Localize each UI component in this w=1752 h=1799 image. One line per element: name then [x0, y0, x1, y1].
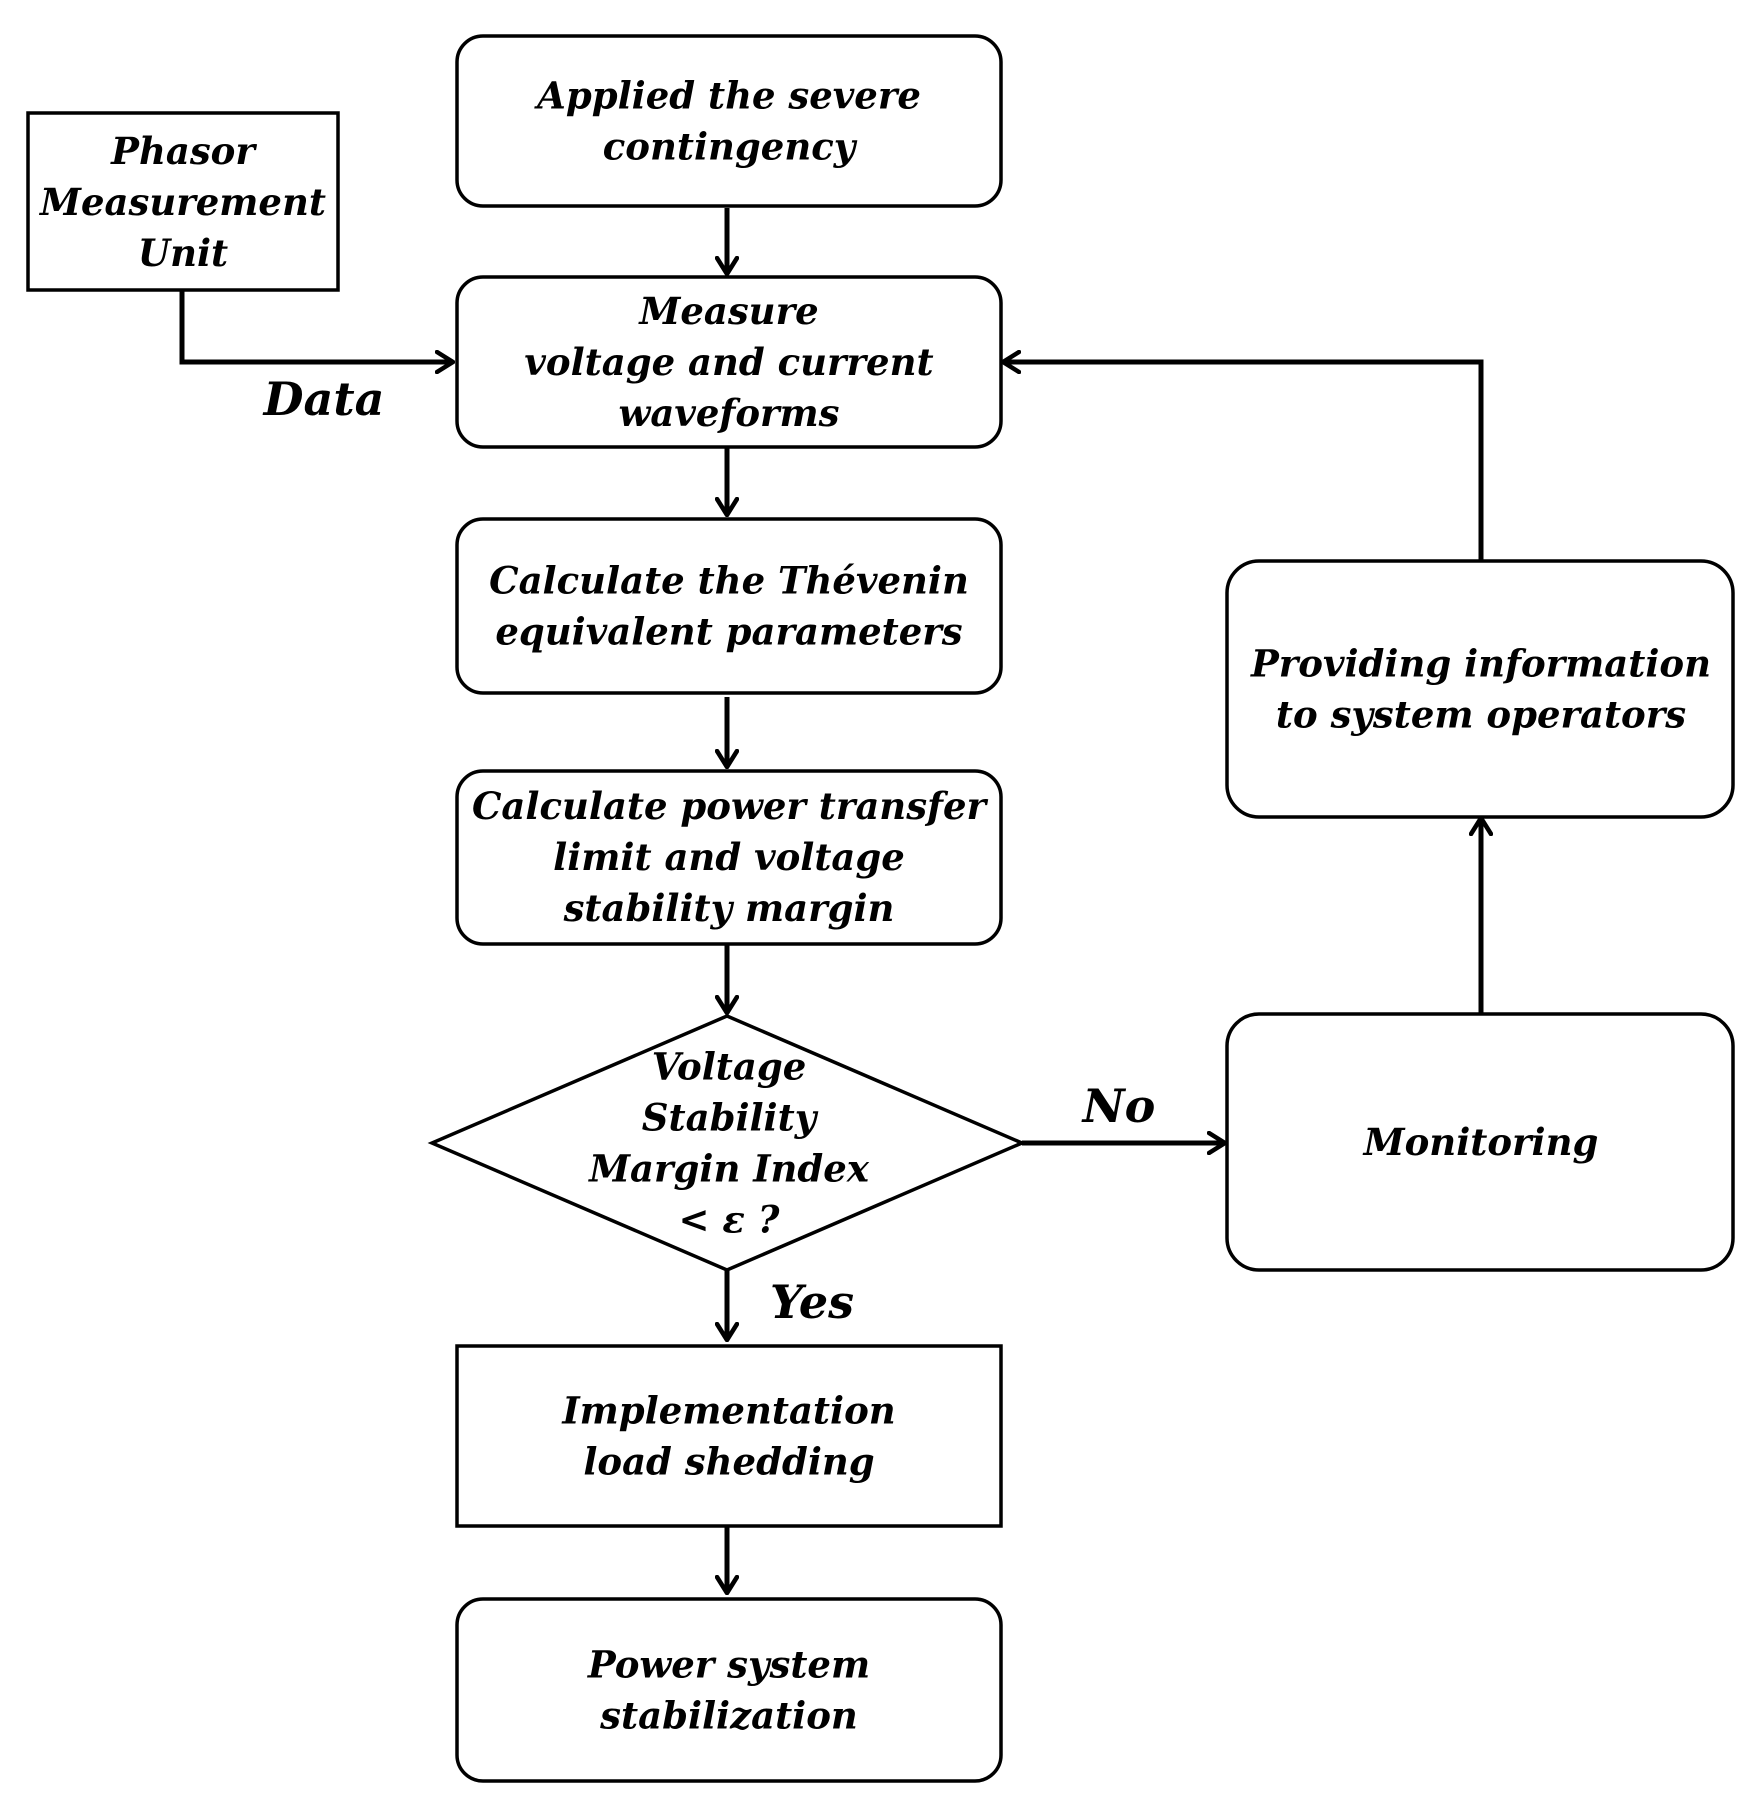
decision-diamond: [427, 1014, 1027, 1272]
load-shedding-label: Implementation load shedding: [561, 1389, 895, 1484]
label-line: voltage and current: [524, 340, 933, 384]
edge-label-no: No: [1081, 1079, 1156, 1133]
label-line: Monitoring: [1362, 1120, 1599, 1164]
contingency-label: Applied the severe contingency: [534, 74, 921, 169]
monitoring-box: [1225, 1012, 1735, 1272]
node-providing: Providing information to system operators: [1225, 559, 1735, 819]
providing-label: Providing information to system operators: [1250, 642, 1711, 737]
stabilization-box: [455, 1597, 1003, 1783]
edge-label-data: Data: [262, 372, 385, 426]
label-line: Applied the severe: [534, 74, 921, 118]
label-line: waveforms: [619, 391, 840, 435]
label-line: Providing information: [1250, 642, 1711, 686]
label-line: load shedding: [583, 1440, 874, 1484]
providing-box: [1225, 559, 1735, 819]
edge-label-yes: Yes: [770, 1275, 854, 1329]
label-line: Implementation: [561, 1389, 895, 1433]
label-line: < ε ?: [679, 1198, 780, 1242]
node-stabilization: Power system stabilization: [455, 1597, 1003, 1783]
label-line: stability margin: [563, 886, 895, 930]
node-measure: Measure voltage and current waveforms: [455, 275, 1003, 449]
thevenin-label: Calculate the Thévenin equivalent paramet…: [489, 559, 969, 654]
load-shedding-box: [455, 1344, 1003, 1528]
arrow-pmu-to-measure: [179, 290, 453, 362]
node-thevenin: Calculate the Thévenin equivalent paramet…: [455, 517, 1003, 695]
label-line: equivalent parameters: [495, 610, 962, 654]
label-line: Power system: [587, 1643, 870, 1687]
connectors: [179, 208, 1484, 1593]
label-line: Margin Index: [587, 1147, 870, 1191]
label-line: Unit: [138, 231, 228, 275]
label-line: Stability: [642, 1096, 819, 1140]
label-line: stabilization: [599, 1694, 858, 1738]
measure-label: Measure voltage and current waveforms: [524, 289, 933, 435]
power-transfer-box: [455, 769, 1003, 946]
monitoring-label: Monitoring: [1362, 1120, 1599, 1164]
label-line: Calculate power transfer: [472, 784, 989, 828]
node-power-transfer: Calculate power transfer limit and voltag…: [455, 769, 1003, 946]
arrow-providing-to-measure: [1003, 362, 1484, 560]
node-contingency: Applied the severe contingency: [455, 34, 1003, 208]
label-line: Measurement: [38, 180, 326, 224]
thevenin-box: [455, 517, 1003, 695]
node-load-shedding: Implementation load shedding: [455, 1344, 1003, 1528]
label-line: Measure: [637, 289, 818, 333]
label-line: to system operators: [1276, 693, 1686, 737]
label-line: Phasor: [110, 129, 257, 173]
pmu-box: [26, 111, 340, 292]
power-transfer-label: Calculate power transfer limit and voltag…: [472, 784, 989, 930]
label-line: Voltage: [652, 1045, 807, 1089]
measure-box: [455, 275, 1003, 449]
contingency-box: [455, 34, 1003, 208]
stabilization-label: Power system stabilization: [587, 1643, 870, 1738]
label-line: contingency: [603, 125, 858, 169]
label-line: limit and voltage: [553, 835, 905, 879]
node-monitoring: Monitoring: [1225, 1012, 1735, 1272]
label-line: Calculate the Thévenin: [489, 559, 969, 603]
